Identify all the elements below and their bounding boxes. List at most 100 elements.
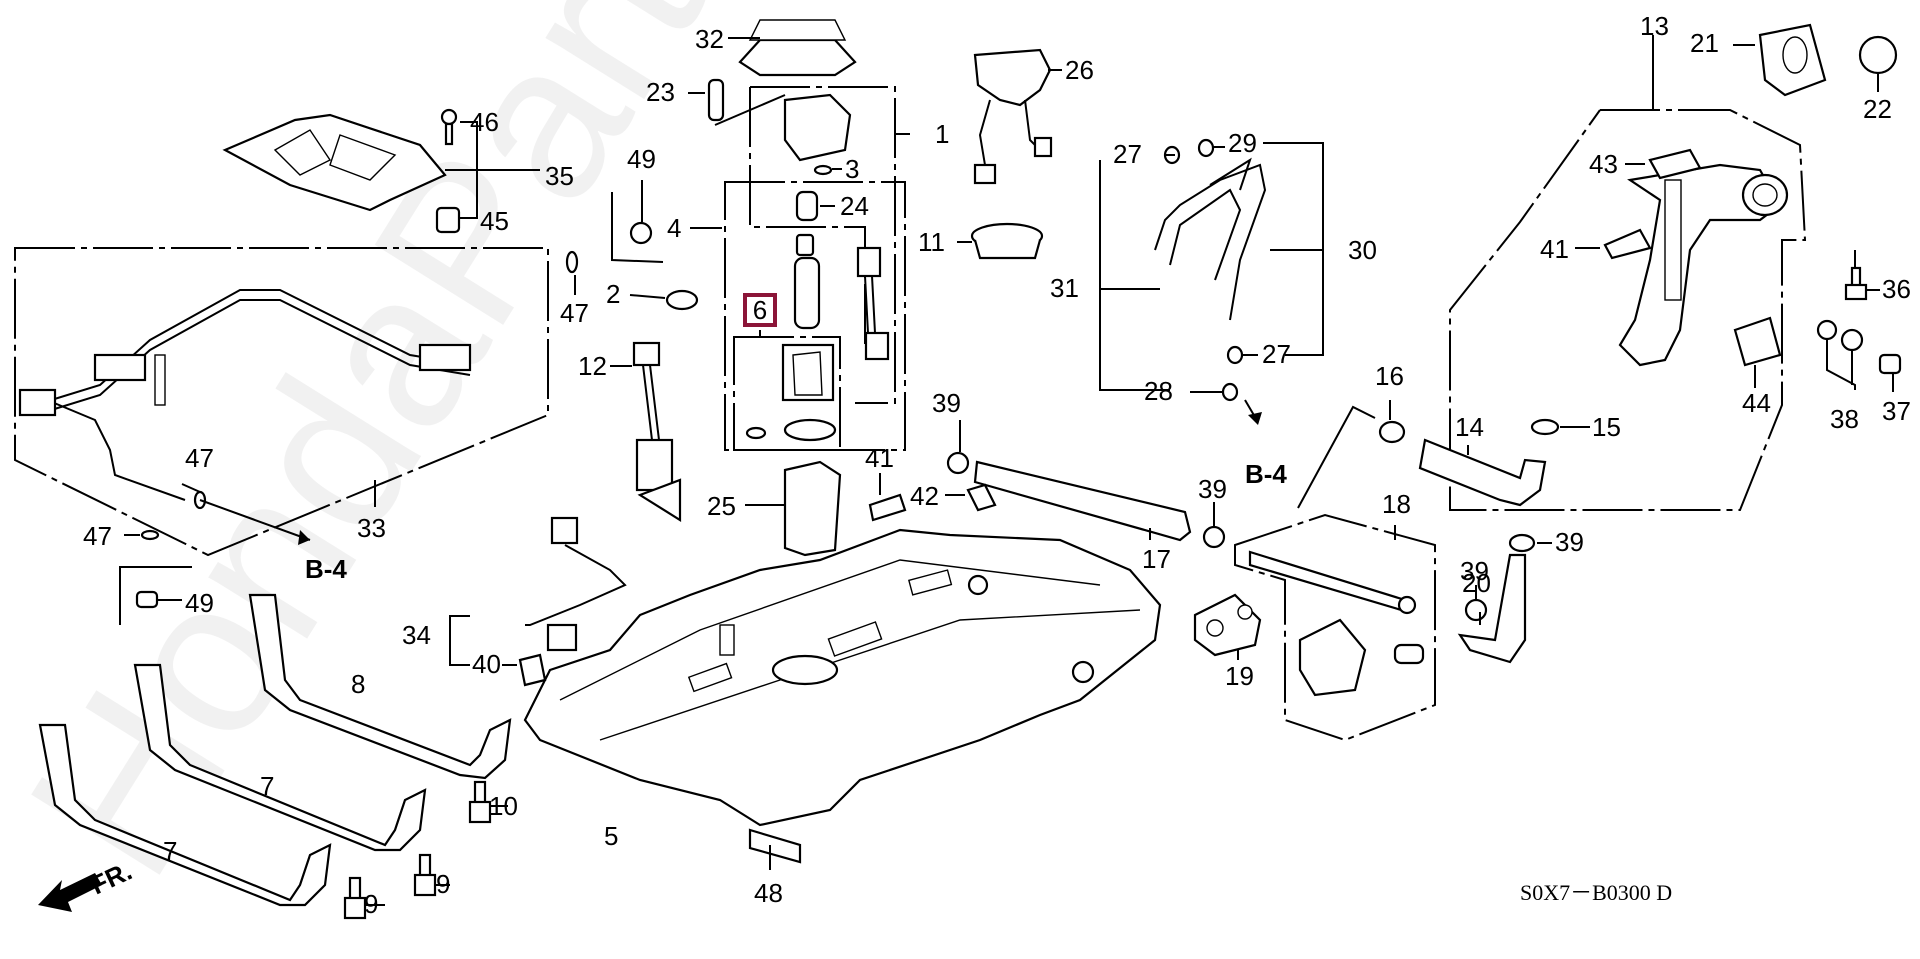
part-21-filler-base[interactable] (1758, 23, 1827, 97)
callout-39a[interactable]: 39 (932, 388, 961, 418)
part-40-clip[interactable] (518, 653, 547, 687)
part-49-clip-lower[interactable] (135, 590, 159, 609)
callout-19[interactable]: 19 (1225, 661, 1254, 691)
part-36-bolt[interactable] (1844, 266, 1868, 301)
callout-40[interactable]: 40 (472, 649, 501, 679)
part-1-pump-top[interactable] (783, 93, 852, 162)
part-11-grommet[interactable] (970, 222, 1044, 260)
callout-47c[interactable]: 47 (83, 521, 112, 551)
callout-30[interactable]: 30 (1348, 235, 1377, 265)
callout-46[interactable]: 46 (470, 107, 499, 137)
callout-15[interactable]: 15 (1592, 412, 1621, 442)
part-41-clamp-right[interactable] (1603, 228, 1652, 260)
part-18-connector[interactable] (1393, 643, 1425, 665)
callout-16[interactable]: 16 (1375, 361, 1404, 391)
part-18-pipe[interactable] (1248, 550, 1417, 615)
callout-35[interactable]: 35 (545, 161, 574, 191)
callout-10[interactable]: 10 (489, 791, 518, 821)
callout-45[interactable]: 45 (480, 206, 509, 236)
part-39-clamp-a[interactable] (946, 451, 970, 475)
part-18-mount-plate[interactable] (1298, 618, 1367, 697)
part-6-pressure-regulator[interactable] (745, 343, 837, 442)
part-13-fuel-filler-pipe[interactable] (1618, 163, 1789, 367)
callout-25[interactable]: 25 (707, 491, 736, 521)
part-46-screw[interactable] (440, 108, 458, 146)
callout-47a[interactable]: 47 (560, 298, 589, 328)
callout-28[interactable]: 28 (1144, 376, 1173, 406)
callout-48[interactable]: 48 (754, 878, 783, 908)
part-14-breather-hose[interactable] (1418, 438, 1547, 507)
part-28-hose-clamp[interactable] (1221, 382, 1239, 402)
part-27-hose-clamps[interactable] (1163, 138, 1244, 365)
callout-41a[interactable]: 41 (865, 443, 894, 473)
callout-43[interactable]: 43 (1589, 149, 1618, 179)
part-38-washer-nut[interactable] (1816, 319, 1864, 352)
callout-9a[interactable]: 9 (436, 869, 450, 899)
callout-26[interactable]: 26 (1065, 55, 1094, 85)
part-45-clip-nut[interactable] (435, 206, 461, 234)
callout-3[interactable]: 3 (845, 154, 859, 184)
callout-12[interactable]: 12 (578, 351, 607, 381)
callout-7b[interactable]: 7 (163, 836, 177, 866)
callout-20[interactable]: 20 (1462, 568, 1491, 598)
callout-29[interactable]: 29 (1228, 128, 1257, 158)
part-2-retainer[interactable] (665, 289, 699, 311)
part-3-o-ring[interactable] (813, 164, 833, 176)
part-42-clip[interactable] (966, 483, 997, 512)
callout-14[interactable]: 14 (1455, 412, 1484, 442)
part-49-clip-upper[interactable] (629, 221, 653, 245)
part-pump-harness[interactable] (856, 246, 890, 361)
part-35-cover-plate[interactable] (222, 113, 447, 212)
part-39-clamp-b[interactable] (1202, 525, 1226, 549)
callout-5[interactable]: 5 (604, 821, 618, 851)
callout-27b[interactable]: 27 (1262, 339, 1291, 369)
ref-b4-right[interactable]: B-4 (1245, 459, 1287, 489)
callout-34[interactable]: 34 (402, 620, 431, 650)
callout-37[interactable]: 37 (1882, 396, 1911, 426)
part-7-tank-strap-b[interactable] (38, 723, 332, 907)
part-22-fuel-cap[interactable] (1858, 35, 1898, 75)
callout-41b[interactable]: 41 (1540, 234, 1569, 264)
part-47-clips[interactable] (140, 250, 579, 541)
part-7-tank-strap-a[interactable] (133, 663, 427, 852)
callout-39c[interactable]: 39 (1460, 556, 1489, 586)
callout-31[interactable]: 31 (1050, 273, 1079, 303)
callout-1[interactable]: 1 (935, 119, 949, 149)
callout-8[interactable]: 8 (351, 669, 365, 699)
callout-39d[interactable]: 39 (1555, 527, 1584, 557)
callout-33[interactable]: 33 (357, 513, 386, 543)
callout-2[interactable]: 2 (606, 279, 620, 309)
callout-21[interactable]: 21 (1690, 28, 1719, 58)
part-10-bolt[interactable] (468, 780, 492, 824)
callout-42[interactable]: 42 (910, 481, 939, 511)
callout-7a[interactable]: 7 (260, 771, 274, 801)
callout-13[interactable]: 13 (1640, 11, 1669, 41)
part-23-spring[interactable] (707, 78, 725, 122)
part-24-filter[interactable] (795, 190, 819, 222)
callout-38[interactable]: 38 (1830, 404, 1859, 434)
part-34-harness[interactable] (525, 516, 627, 652)
part-12-sender-harness[interactable] (632, 341, 682, 522)
callout-9b[interactable]: 9 (364, 889, 378, 919)
callout-32[interactable]: 32 (695, 24, 724, 54)
callout-4[interactable]: 4 (667, 213, 681, 243)
callout-39b[interactable]: 39 (1198, 474, 1227, 504)
callout-24[interactable]: 24 (840, 191, 869, 221)
part-26-fuel-gauge-sender[interactable] (973, 48, 1053, 185)
part-17-hose[interactable] (973, 460, 1192, 542)
part-33-fuel-pipes[interactable] (18, 289, 472, 501)
callout-18[interactable]: 18 (1382, 489, 1411, 519)
callout-44[interactable]: 44 (1742, 388, 1771, 418)
part-25-pump-filter-bowl[interactable] (783, 460, 842, 557)
callout-49a[interactable]: 49 (627, 144, 656, 174)
ref-b4-left[interactable]: B-4 (305, 554, 347, 584)
part-8-tank-strap[interactable] (248, 593, 512, 780)
part-fuel-pump-motor[interactable] (793, 233, 821, 330)
part-9-bolt-a[interactable] (413, 853, 437, 897)
callout-47b[interactable]: 47 (185, 443, 214, 473)
part-39-clamp-c[interactable] (1464, 598, 1488, 622)
part-41-clamp-center[interactable] (868, 493, 907, 522)
callout-49b[interactable]: 49 (185, 588, 214, 618)
part-43-clamp[interactable] (1648, 148, 1702, 180)
part-20-hose[interactable] (1457, 553, 1527, 664)
